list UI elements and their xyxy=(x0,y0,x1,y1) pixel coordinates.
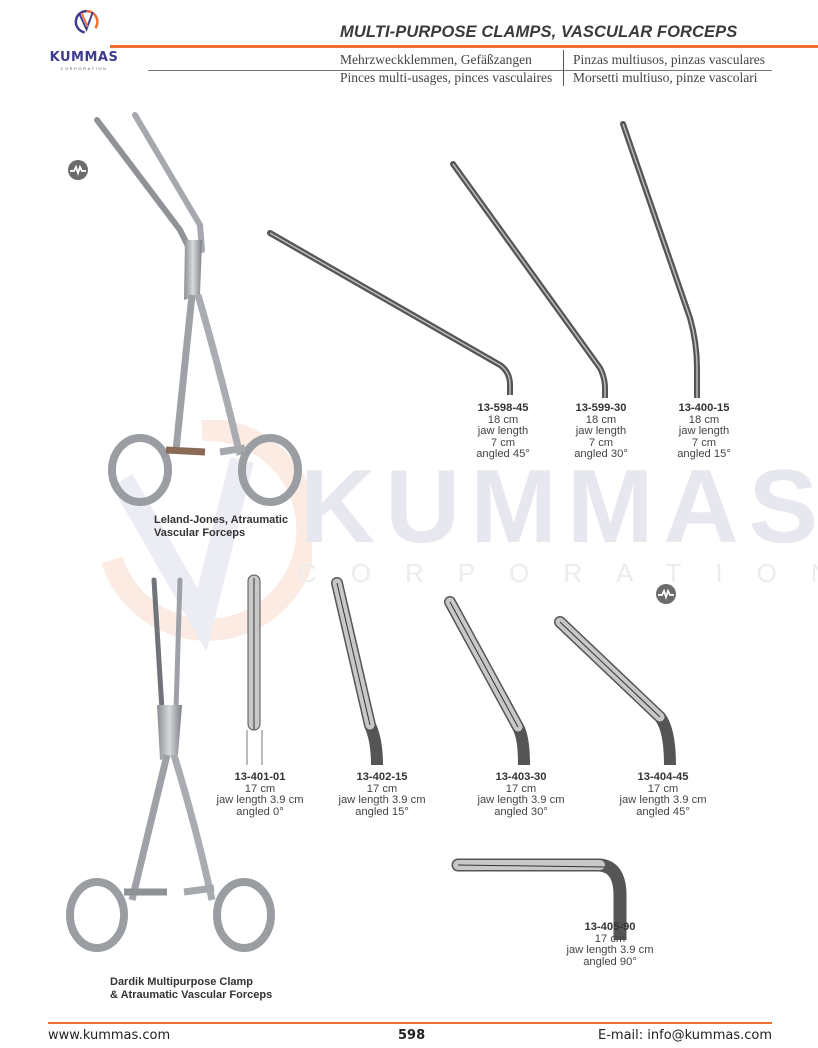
dardik-forceps-image xyxy=(66,577,275,952)
spec-13-405-90: 13-405-90 17 cm jaw length 3.9 cm angled… xyxy=(566,921,654,968)
subtitle-spanish: Pinzas multiusos, pinzas vasculares xyxy=(573,52,765,67)
subtitle-divider xyxy=(563,50,564,86)
jaw-tip-13-405-90-image xyxy=(451,858,627,940)
brand-name: KUMMAS xyxy=(49,50,119,65)
kummas-logo-icon xyxy=(74,9,99,34)
page-number: 598 xyxy=(398,1028,426,1043)
subtitle-french: Pinces multi-usages, pinces vasculaires xyxy=(340,70,553,85)
atraumatic-serration-icon xyxy=(68,160,88,180)
subtitle-rule xyxy=(148,70,772,71)
watermark-subtext: CORPORATION xyxy=(298,558,818,588)
caption-dardik: Dardik Multipurpose Clamp & Atraumatic V… xyxy=(110,976,273,1001)
jaw-tip-13-598-45-image xyxy=(267,230,513,395)
subtitle-italian: Morsetti multiuso, pinze vascolari xyxy=(573,70,758,85)
subtitle-german: Mehrzweckklemmen, Gefäßzangen xyxy=(340,52,532,67)
jaw-tip-13-402-15-image xyxy=(331,577,383,765)
spec-13-403-30: 13-403-30 17 cm jaw length 3.9 cm angled… xyxy=(477,771,565,818)
leland-jones-forceps-image xyxy=(94,112,302,506)
spec-13-401-01: 13-401-01 17 cm jaw length 3.9 cm angled… xyxy=(216,771,304,818)
spec-13-598-45: 13-598-45 18 cm jaw length 7 cm angled 4… xyxy=(476,402,530,460)
spec-13-599-30: 13-599-30 18 cm jaw length 7 cm angled 3… xyxy=(574,402,628,460)
footer-rule xyxy=(48,1022,772,1024)
brand-subtitle: CORPORATION xyxy=(60,66,108,71)
footer-website-link[interactable]: www.kummas.com xyxy=(48,1028,171,1043)
spec-13-400-15: 13-400-15 18 cm jaw length 7 cm angled 1… xyxy=(677,402,731,460)
page-title: MULTI-PURPOSE CLAMPS, VASCULAR FORCEPS xyxy=(340,23,738,41)
jaw-tip-13-404-45-image xyxy=(554,616,676,765)
watermark-text: KUMMAS xyxy=(300,449,818,565)
jaw-tip-13-599-30-image xyxy=(450,161,608,398)
atraumatic-serration-icon xyxy=(656,584,676,604)
jaw-tip-13-401-01-image xyxy=(246,574,263,765)
caption-leland-jones: Leland-Jones, Atraumatic Vascular Forcep… xyxy=(154,514,289,539)
header-rule xyxy=(110,45,818,48)
watermark-logo-icon xyxy=(101,420,312,652)
jaw-tip-13-403-30-image xyxy=(444,596,530,765)
footer-email-link[interactable]: E-mail: info@kummas.com xyxy=(598,1028,772,1043)
spec-13-402-15: 13-402-15 17 cm jaw length 3.9 cm angled… xyxy=(338,771,426,818)
spec-13-404-45: 13-404-45 17 cm jaw length 3.9 cm angled… xyxy=(619,771,707,818)
jaw-tip-13-400-15-image xyxy=(620,121,700,398)
